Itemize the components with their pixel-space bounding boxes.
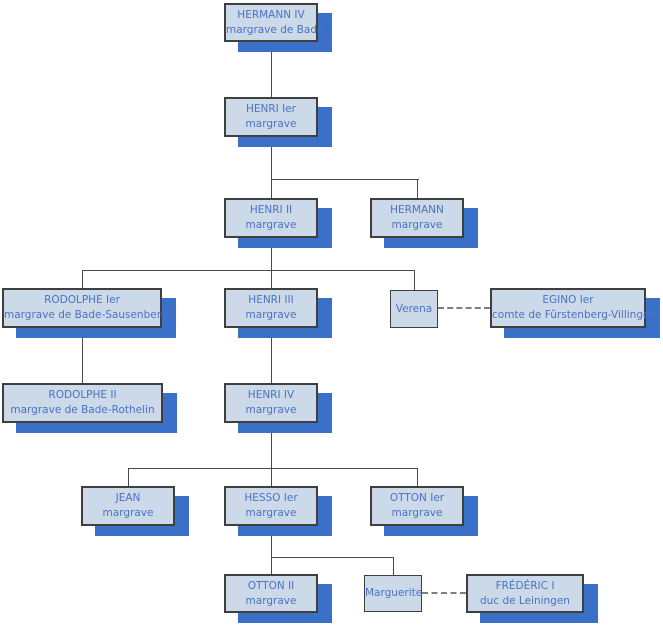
connector-line-hesso-stem (271, 526, 272, 574)
marriage-dashed-line-verena-egino-marriage (438, 307, 490, 309)
connector-line-henri2-stem (271, 238, 272, 288)
connector-line-henri4-stem (271, 423, 272, 486)
node-subtitle: duc de Leiningen (480, 594, 570, 607)
node-name: OTTON II (247, 579, 295, 592)
connector-line-rodolphe1-to-rodolphe2 (82, 328, 83, 383)
node-name: Verena (395, 302, 433, 315)
node-name: FRÉDÉRIC I (495, 579, 555, 592)
tree-node-rodolphe-1[interactable]: RODOLPHE Ier margrave de Bade-Sausenberg (2, 288, 168, 328)
connector-line-henri3-to-henri4 (271, 328, 272, 383)
tree-node-otton-1[interactable]: OTTON Ier margrave (370, 486, 464, 526)
node-name: HENRI III (248, 294, 294, 306)
connector-line-drop-hermann (417, 179, 418, 198)
node-name: OTTON Ier (389, 492, 445, 504)
tree-node-rodolphe-2[interactable]: RODOLPHE II margrave de Bade-Rothelin (2, 383, 163, 423)
node-name: EGINO Ier (542, 294, 594, 306)
tree-node-jean[interactable]: JEAN margrave (81, 486, 175, 526)
node-name: HENRI IV (247, 389, 295, 401)
node-name: RODOLPHE Ier (44, 294, 120, 306)
connector-line-drop-verena (414, 270, 415, 290)
tree-node-hermann-iv[interactable]: HERMANN IV margrave de Bade (224, 3, 324, 42)
connector-line-henri1-branch (271, 179, 419, 180)
node-subtitle: margrave de Bade-Sausenberg (4, 309, 168, 321)
node-name: Marguerite (365, 587, 423, 599)
node-name: HENRI II (249, 204, 293, 216)
node-subtitle: margrave (245, 309, 297, 321)
node-name: JEAN (115, 492, 141, 504)
tree-node-hermann[interactable]: HERMANN margrave (370, 198, 464, 238)
tree-node-henri-3[interactable]: HENRI III margrave (224, 288, 318, 328)
node-name: HENRI Ier (246, 103, 296, 115)
node-subtitle: comte de Fûrstenberg-Villingen (492, 309, 657, 321)
node-subtitle: margrave de Bade (226, 23, 324, 36)
tree-node-egino[interactable]: EGINO Ier comte de Fûrstenberg-Villingen (490, 288, 657, 328)
connector-line-hermanniv-to-henri1 (271, 42, 272, 97)
node-subtitle: margrave (245, 404, 297, 416)
node-subtitle: margrave (391, 219, 443, 231)
node-name: RODOLPHE II (48, 389, 117, 401)
node-subtitle: margrave de Bade-Rothelin (10, 404, 155, 416)
connector-line-drop-rodolphe1 (82, 270, 83, 288)
node-name: HESSO Ier (244, 492, 298, 504)
tree-node-frederic[interactable]: FRÉDÉRIC I duc de Leiningen (466, 574, 584, 613)
connector-line-drop-jean (128, 468, 129, 486)
connector-line-henri1-stem (271, 137, 272, 198)
node-name: HERMANN (390, 204, 444, 216)
node-subtitle: margrave (245, 219, 297, 231)
tree-node-hesso-1[interactable]: HESSO Ier margrave (224, 486, 318, 526)
tree-node-otton-2[interactable]: OTTON II margrave (224, 574, 318, 613)
node-subtitle: margrave (391, 507, 443, 519)
connector-line-drop-otton1 (417, 468, 418, 486)
connector-line-hesso-branch (271, 557, 394, 558)
tree-node-henri-2[interactable]: HENRI II margrave (224, 198, 318, 238)
connector-line-henri4-branch (128, 468, 418, 469)
tree-node-verena[interactable]: Verena (390, 290, 438, 328)
node-subtitle: margrave (245, 118, 297, 130)
tree-node-henri-4[interactable]: HENRI IV margrave (224, 383, 318, 423)
tree-node-marguerite[interactable]: Marguerite (364, 575, 422, 612)
connector-line-henri2-branch (82, 270, 415, 271)
node-name: HERMANN IV (237, 8, 305, 21)
marriage-dashed-line-marguerite-frederic-marriage (422, 592, 466, 594)
node-subtitle: margrave (245, 594, 297, 607)
node-subtitle: margrave (102, 507, 154, 519)
node-subtitle: margrave (245, 507, 297, 519)
tree-node-henri-1[interactable]: HENRI Ier margrave (224, 97, 318, 137)
connector-line-drop-marguerite (393, 557, 394, 575)
